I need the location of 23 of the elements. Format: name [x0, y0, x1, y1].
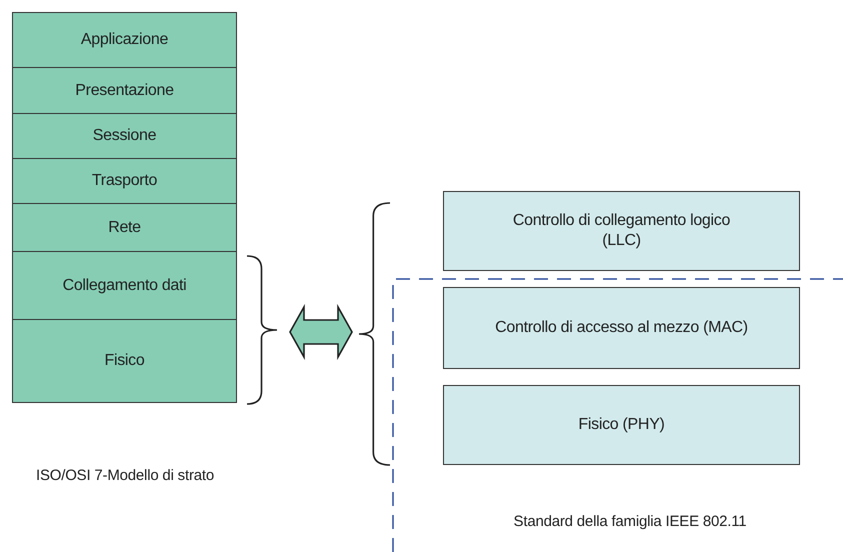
- layer-name: Collegamento dati: [62, 276, 186, 296]
- layer-name: Presentazione: [75, 80, 174, 100]
- layer-name: Fisico: [104, 351, 144, 371]
- layer-box: [12, 12, 237, 68]
- layer-box: [12, 251, 237, 320]
- layer-name: Trasporto: [92, 171, 158, 191]
- layer-box: [443, 385, 800, 465]
- layer-box: [12, 203, 237, 252]
- layer-name: Rete: [108, 218, 141, 238]
- layer-name: Controllo di collegamento logico (LLC): [512, 211, 732, 251]
- layer-name: Fisico (PHY): [578, 415, 665, 435]
- layer-box: [12, 67, 237, 114]
- layer-box: [12, 158, 237, 204]
- layer-name: Sessione: [92, 126, 156, 146]
- layer-box: [443, 191, 800, 271]
- caption: ISO/OSI 7-Modello di strato: [34, 466, 215, 486]
- layer-box: [12, 113, 237, 159]
- layer-box: [12, 319, 237, 403]
- double-arrow: [289, 304, 353, 360]
- layer-name: Controllo di accesso al mezzo (MAC): [495, 318, 748, 338]
- caption: Standard della famiglia IEEE 802.11: [512, 512, 748, 532]
- layer-box: [443, 287, 800, 369]
- layer-name: Applicazione: [80, 30, 168, 50]
